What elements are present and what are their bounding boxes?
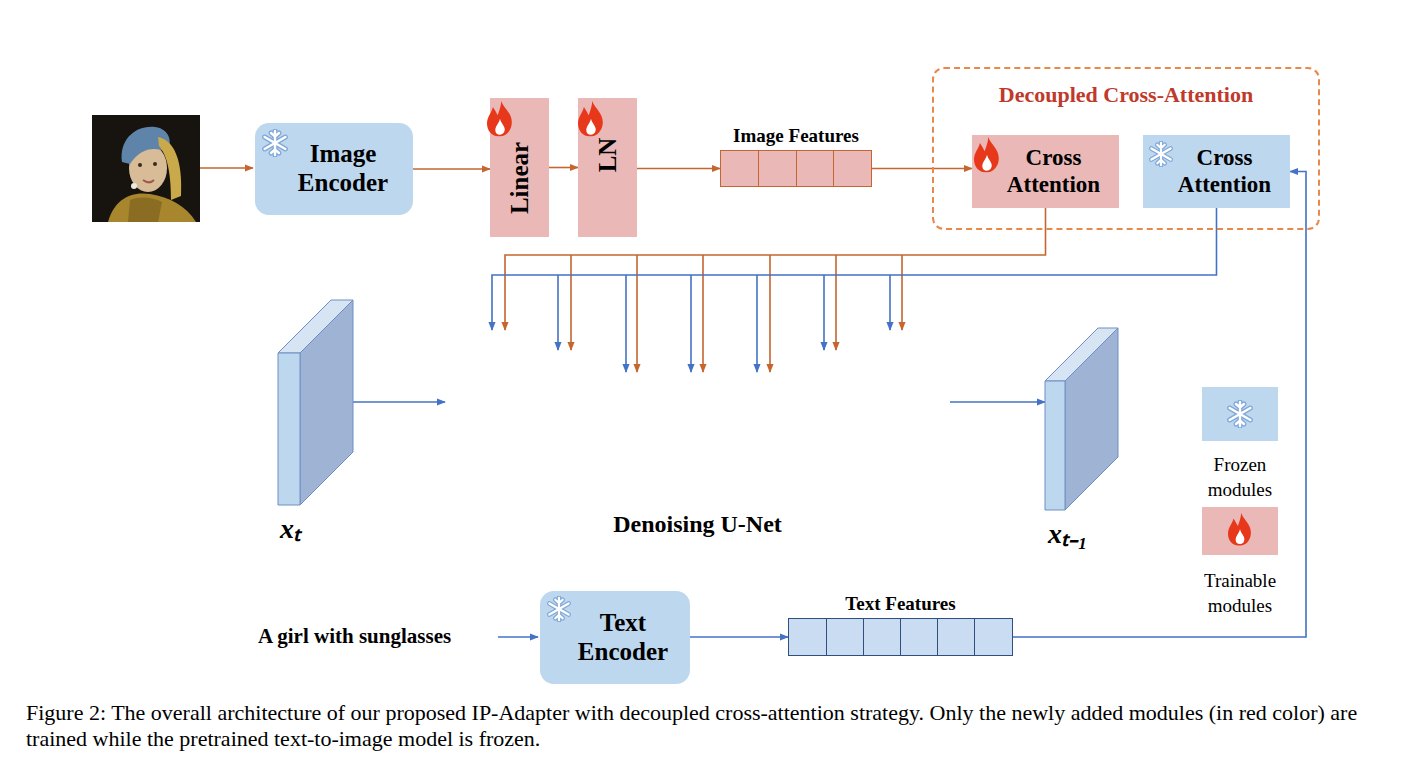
trainable-attention-box: Cross Attention <box>972 135 1119 208</box>
linear-layer: Linear <box>490 98 549 237</box>
frozen-icon <box>546 596 572 622</box>
unet-block <box>880 330 908 477</box>
icon-glyph <box>1228 513 1251 546</box>
frozen-icon <box>261 129 289 157</box>
unet-block <box>485 330 513 477</box>
legend-swatch <box>1202 507 1278 555</box>
icon-glyph <box>578 101 603 136</box>
latent-slab: xₜ₋₁ <box>1045 328 1118 510</box>
slab-face <box>1045 381 1065 510</box>
prompt-text: A girl with sunglasses <box>258 624 451 649</box>
node-label: Cross Attention <box>1165 145 1284 198</box>
icon-glyph <box>549 598 568 620</box>
icon-glyph <box>974 137 999 172</box>
trainable-icon <box>578 101 604 136</box>
legend-label: Trainable modules <box>1185 568 1295 618</box>
branch-arrows <box>571 255 902 372</box>
trainable-icon <box>1228 513 1252 546</box>
unet-block <box>682 372 710 435</box>
image-feature-tokens: Image Features <box>720 150 872 187</box>
slab-face <box>1045 328 1118 381</box>
latent-slab-shape <box>1045 328 1118 510</box>
frozen-icon <box>1226 400 1254 428</box>
decoupled-attention-group: Decoupled Cross-AttentionCross Attention… <box>932 67 1320 230</box>
icon-glyph <box>487 101 512 136</box>
input-arrow <box>200 167 253 169</box>
node-label: Linear <box>505 142 534 214</box>
slab-face <box>278 300 353 353</box>
connector-arrow <box>1013 172 1306 638</box>
slab-face <box>278 353 300 505</box>
node-label: Image Encoder <box>279 140 407 198</box>
node-label: Decoupled Cross-Attention <box>934 82 1318 107</box>
connector-arrow <box>872 168 972 170</box>
connector-arrow <box>549 167 578 169</box>
branch-arrows <box>558 275 890 372</box>
trainable-icon <box>487 101 513 136</box>
icon-glyph <box>1151 143 1170 165</box>
node-label: Text Encoder <box>562 609 684 667</box>
node-label: xₜ₋₁ <box>1048 518 1088 550</box>
latent-slab-shape <box>278 300 353 505</box>
legend-label: Frozen modules <box>1185 452 1295 502</box>
node-label: Cross Attention <box>994 145 1113 198</box>
node-label: xₜ <box>280 513 301 545</box>
trainable-icon <box>974 137 1000 172</box>
connector-arrow <box>413 168 490 170</box>
node-label: Denoising U-Net <box>445 511 950 539</box>
connector-arrow <box>637 168 720 170</box>
frozen-icon <box>1148 141 1174 167</box>
connector-arrow <box>353 401 445 403</box>
token-divider <box>937 619 938 655</box>
layernorm-layer: LN <box>578 98 637 237</box>
unet-block <box>617 372 645 435</box>
encoder-box: Text Encoder <box>540 591 690 684</box>
node-label: Image Features <box>733 125 859 147</box>
figure-caption: Figure 2: The overall architecture of ou… <box>26 700 1406 752</box>
unet-block <box>551 350 579 457</box>
token-divider <box>758 151 759 186</box>
token-divider <box>863 619 864 655</box>
latent-slab: xₜ <box>278 300 353 505</box>
icon-glyph <box>265 131 286 155</box>
node-label: Text Features <box>845 593 955 615</box>
encoder-box: Image Encoder <box>255 123 413 215</box>
unet-shape: Denoising U-Net <box>445 295 950 545</box>
token-divider <box>974 619 975 655</box>
node-label: LN <box>593 138 622 173</box>
token-divider <box>833 151 834 186</box>
unet-block <box>750 372 778 435</box>
painting <box>92 115 200 222</box>
unet-block <box>815 350 843 457</box>
input-arrow <box>498 636 538 638</box>
token-divider <box>900 619 901 655</box>
token-divider <box>796 151 797 186</box>
frozen-attention-box: Cross Attention <box>1143 135 1290 208</box>
legend-swatch <box>1202 387 1278 441</box>
token-divider <box>826 619 827 655</box>
unet-shape-drawing <box>445 295 950 545</box>
connector-arrow <box>950 401 1045 403</box>
connector-arrow <box>690 636 788 638</box>
unet-trapezoid <box>445 295 950 517</box>
text-feature-tokens: Text Features <box>788 618 1013 656</box>
icon-glyph <box>1230 402 1251 426</box>
frozen-icon <box>458 317 477 339</box>
